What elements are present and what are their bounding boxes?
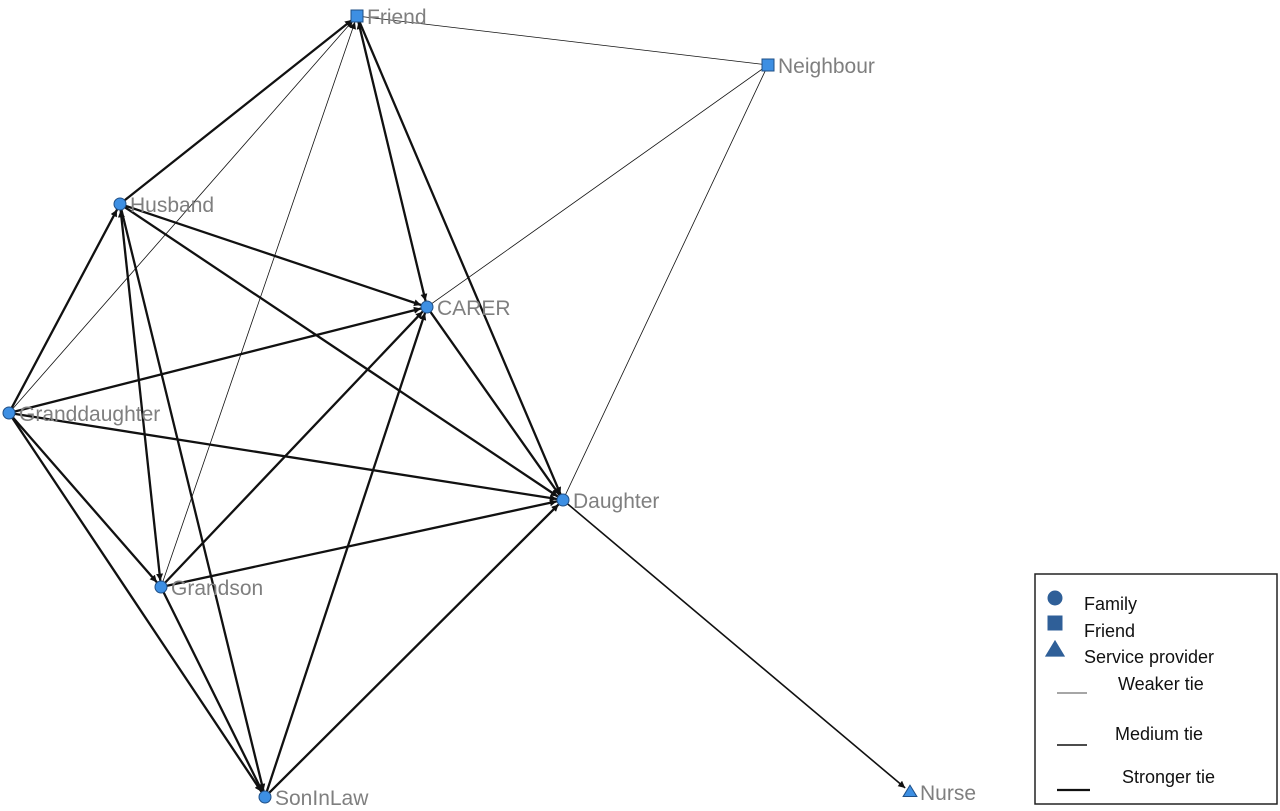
edge-grandson-to-carer — [163, 310, 424, 585]
legend-item-weaker-tie: Weaker tie — [1057, 674, 1204, 694]
node-soninlaw-label: SonInLaw — [275, 787, 369, 810]
node-neighbour-square-marker — [761, 58, 775, 72]
legend-label: Friend — [1084, 621, 1135, 641]
legend-label: Family — [1084, 594, 1137, 614]
legend-item-friend: Friend — [1047, 615, 1135, 641]
edge-grandson-to-soninlaw — [162, 590, 264, 792]
legend-box — [1034, 573, 1278, 805]
node-carer-circle-marker — [420, 300, 434, 314]
edge-daughter-to-nurse — [566, 502, 906, 789]
edge-friend-to-daughter — [357, 19, 562, 495]
edge-husband-to-daughter — [123, 205, 559, 498]
edge-grandson-to-daughter — [164, 499, 558, 588]
edges-layer — [10, 16, 906, 795]
node-neighbour: Neighbour — [761, 55, 875, 78]
edge-husband-to-friend — [122, 19, 353, 203]
node-carer-label: CARER — [437, 297, 511, 320]
legend-item-medium-tie: Medium tie — [1057, 724, 1203, 746]
node-granddaughter-label: Granddaughter — [19, 403, 160, 426]
node-daughter-label: Daughter — [573, 490, 659, 513]
node-husband: Husband — [113, 194, 214, 217]
edge-neighbour-to-carer — [430, 67, 765, 305]
edge-neighbour-to-daughter — [564, 69, 767, 496]
edge-granddaughter-to-soninlaw — [10, 416, 263, 793]
legend-label: Medium tie — [1115, 724, 1203, 744]
node-neighbour-label: Neighbour — [778, 55, 875, 78]
edge-friend-to-neighbour — [361, 16, 764, 65]
edge-husband-to-soninlaw — [120, 207, 266, 792]
edge-grandson-to-friend — [162, 21, 356, 583]
edge-granddaughter-to-husband — [10, 209, 118, 410]
legend-triangle-icon — [1044, 639, 1066, 657]
node-grandson-circle-marker — [154, 580, 168, 594]
legend-item-service-provider: Service provider — [1044, 639, 1214, 667]
node-granddaughter-circle-marker — [2, 406, 16, 420]
edge-grandson-to-husband — [117, 210, 162, 583]
node-carer: CARER — [420, 297, 511, 320]
node-soninlaw-circle-marker — [258, 790, 272, 804]
node-friend-label: Friend — [367, 6, 427, 29]
node-soninlaw: SonInLaw — [258, 787, 369, 810]
edge-granddaughter-to-carer — [12, 306, 422, 413]
edge-carer-to-friend — [356, 22, 427, 303]
legend-square-icon — [1047, 615, 1063, 631]
node-nurse: Nurse — [902, 782, 976, 805]
node-daughter-circle-marker — [556, 493, 570, 507]
node-grandson-label: Grandson — [171, 577, 263, 600]
legend-label: Service provider — [1084, 647, 1214, 667]
node-nurse-label: Nurse — [920, 782, 976, 805]
legend-label: Stronger tie — [1122, 767, 1215, 787]
node-daughter: Daughter — [556, 490, 659, 513]
legend-item-family: Family — [1047, 590, 1137, 614]
edge-granddaughter-to-grandson — [11, 415, 158, 583]
node-husband-label: Husband — [130, 194, 214, 217]
legend-item-stronger-tie: Stronger tie — [1057, 767, 1215, 792]
node-friend-square-marker — [350, 9, 364, 23]
node-grandson: Grandson — [154, 577, 263, 600]
node-nurse-triangle-marker — [902, 784, 918, 798]
edge-granddaughter-to-friend — [11, 20, 353, 410]
edge-soninlaw-to-carer — [265, 312, 427, 794]
edge-soninlaw-to-daughter — [267, 503, 560, 795]
node-husband-circle-marker — [113, 197, 127, 211]
edge-carer-to-daughter — [428, 309, 561, 496]
legend-circle-icon — [1047, 590, 1063, 606]
node-friend: Friend — [350, 6, 427, 29]
legend-label: Weaker tie — [1118, 674, 1204, 694]
node-granddaughter: Granddaughter — [2, 403, 160, 426]
edge-husband-to-carer — [123, 204, 422, 307]
